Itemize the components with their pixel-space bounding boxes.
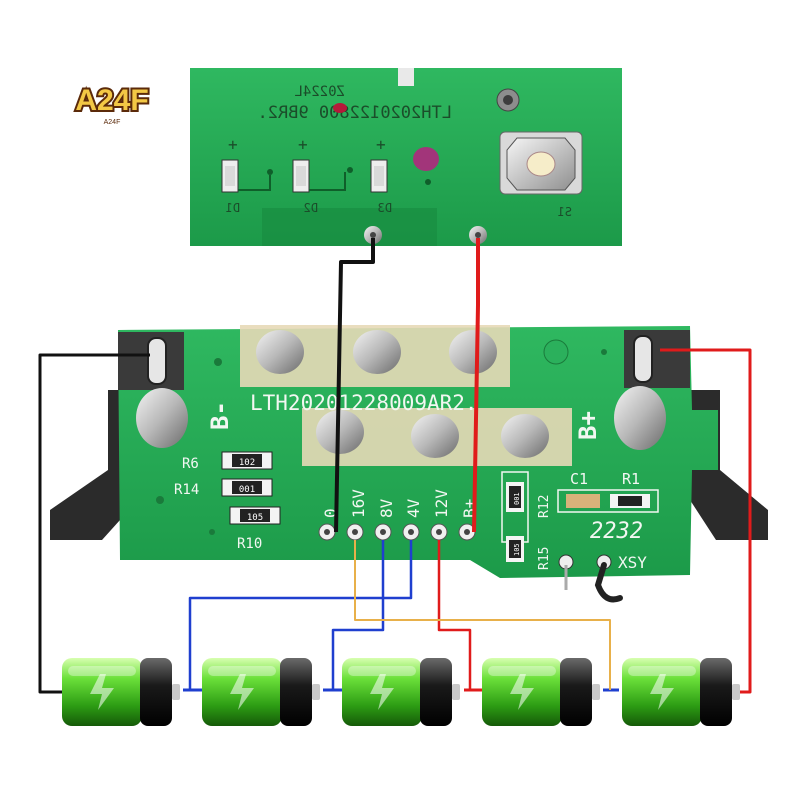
wire-tap-16v (354, 540, 611, 690)
lightning-bolt-icon (650, 674, 674, 710)
top-board-red-dot (333, 103, 347, 113)
positive-terminal (614, 330, 690, 450)
battery-cell-shine (348, 666, 416, 676)
lightning-bolt-icon (90, 674, 114, 710)
lightning-bolt-icon (370, 674, 394, 710)
tap-label-0: 0 (321, 508, 340, 518)
cap-c1-label: C1 (570, 470, 588, 488)
led-d3-label: D3 (378, 201, 392, 215)
tactile-switch-s1[interactable]: S1 (499, 131, 583, 219)
logo-subtext: A24F (104, 119, 121, 126)
lightning-bolt-icon (230, 674, 254, 710)
main-bms-board: B- B+ LTH20201228009AR2. R6 102 R14 001 … (50, 325, 768, 603)
svg-text:R15: R15 (537, 547, 552, 570)
svg-text:R6: R6 (182, 456, 199, 472)
battery-cell-2 (202, 658, 320, 726)
svg-text:001: 001 (513, 492, 521, 505)
positive-solder-blob (614, 386, 666, 450)
svg-text:R12: R12 (537, 495, 552, 518)
switch-button-cap[interactable] (526, 151, 556, 177)
brand-logo: A24F A24F (73, 82, 150, 126)
top-board-part-number: LTH2020122800 9BR2. (258, 103, 452, 123)
resistor-r14: R14 001 (174, 478, 273, 498)
battery-cell-terminal (172, 684, 180, 700)
battery-cell-shine (488, 666, 556, 676)
negative-solder-blob (136, 388, 188, 448)
wire-tap-4v (188, 540, 413, 690)
battery-cell-cap (700, 658, 732, 726)
svg-text:R10: R10 (237, 536, 262, 552)
tap-label-4v: 4V (404, 498, 423, 518)
logo-text: A24F (75, 84, 148, 117)
led-d2: + D2 (292, 135, 318, 215)
svg-text:R14: R14 (174, 482, 199, 498)
maker-label: XSY (618, 553, 647, 572)
svg-text:102: 102 (239, 458, 255, 468)
top-board-code: Z0224L (294, 84, 345, 100)
balance-pad-2 (353, 330, 401, 374)
led-d2-plus: + (298, 135, 308, 154)
top-board-resistor-blob (413, 147, 439, 171)
switch-label: S1 (558, 205, 572, 219)
led-d3: + D3 (370, 135, 392, 215)
resistor-r1-label: R1 (622, 470, 640, 488)
tap-pads (318, 523, 476, 541)
battery-cell-terminal (452, 684, 460, 700)
led-d1: + D1 (221, 135, 240, 215)
led-d1-plus: + (228, 135, 238, 154)
balance-pad-3 (449, 330, 497, 374)
battery-row (62, 658, 740, 726)
positive-label: B+ (574, 411, 602, 440)
battery-cell-4 (482, 658, 600, 726)
tap-label-16v: 16V (349, 489, 368, 518)
svg-text:001: 001 (239, 485, 255, 495)
top-board-trace-area (262, 208, 437, 246)
negative-terminal (118, 332, 188, 448)
balance-pad-6 (501, 414, 549, 458)
date-code: 2232 (590, 519, 643, 544)
led-d1-label: D1 (226, 201, 240, 215)
resistor-r10: 105 R10 (229, 506, 281, 552)
negative-label: B- (206, 401, 234, 430)
lightning-bolt-icon (510, 674, 534, 710)
wire-tap-12v (437, 540, 472, 690)
wire-pack-negative (38, 353, 150, 694)
battery-cell-3 (342, 658, 460, 726)
battery-cell-terminal (732, 684, 740, 700)
wire-top-positive (472, 238, 480, 533)
resistor-r6: R6 102 (182, 451, 273, 472)
battery-cell-terminal (592, 684, 600, 700)
led-d2-label: D2 (304, 201, 318, 215)
wire-tap-8v (331, 540, 385, 690)
tap-label-8v: 8V (377, 498, 396, 518)
battery-cell-shine (68, 666, 136, 676)
battery-cell-cap (280, 658, 312, 726)
left-bracket (50, 390, 138, 540)
svg-text:105: 105 (247, 513, 263, 523)
top-board-part-number-mirrored: LTH2020122800 9BR2. (258, 103, 452, 123)
battery-cell-1 (62, 658, 180, 726)
battery-cell-5 (622, 658, 740, 726)
wire-top-negative (334, 238, 375, 533)
battery-cell-shine (208, 666, 276, 676)
battery-cell-cap (420, 658, 452, 726)
tap-label-12v: 12V (432, 489, 451, 518)
balance-pad-1 (256, 330, 304, 374)
battery-cell-cap (560, 658, 592, 726)
battery-cell-shine (628, 666, 696, 676)
balance-pad-5 (411, 414, 459, 458)
battery-cell-terminal (312, 684, 320, 700)
svg-text:105: 105 (513, 543, 521, 556)
right-components: 001 105 R12 R15 C1 R1 2232 XSY (501, 470, 659, 572)
top-board-notch (398, 68, 414, 86)
battery-cell-cap (140, 658, 172, 726)
top-led-board: LTH2020122800 9BR2. Z0224L + D1 + D2 + D… (190, 68, 622, 246)
balance-pad-4 (316, 410, 364, 454)
thermistor (558, 554, 623, 603)
led-d3-plus: + (376, 135, 386, 154)
main-board-part-number: LTH20201228009AR2. (250, 391, 478, 415)
